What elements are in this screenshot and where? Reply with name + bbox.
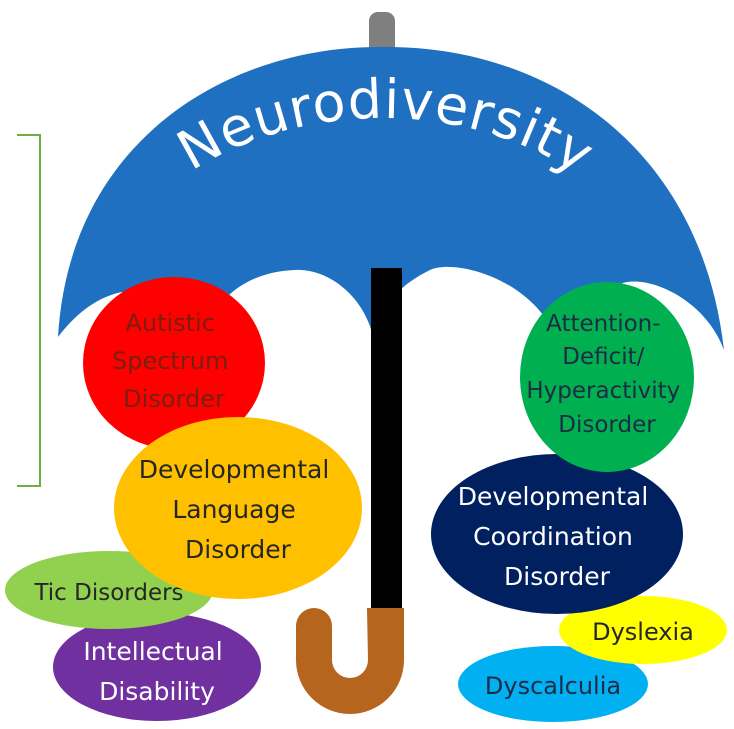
condition-intellectual-disability-line-1: Intellectual	[83, 637, 222, 666]
condition-adhd-line-3: Hyperactivity	[526, 378, 680, 404]
condition-dyscalculia-label: Dyscalculia	[485, 672, 621, 700]
condition-tic-disorders-line-1: Tic Disorders	[33, 580, 183, 606]
condition-dyscalculia: Dyscalculia	[458, 646, 648, 722]
condition-developmental-language-disorder-label: Developmental Language Disorder	[139, 455, 338, 564]
condition-intellectual-disability-label: Intellectual Disability	[83, 637, 230, 706]
condition-dyslexia: Dyslexia	[559, 596, 727, 664]
condition-adhd-line-1: Attention-	[546, 311, 660, 337]
condition-tic-disorders-label: Tic Disorders	[33, 580, 183, 606]
condition-adhd-line-2: Deficit/	[562, 344, 644, 370]
condition-developmental-language-disorder: Developmental Language Disorder	[114, 417, 362, 599]
umbrella-shaft	[371, 268, 402, 628]
umbrella-handle	[296, 608, 404, 714]
condition-dyslexia-label: Dyslexia	[592, 618, 694, 646]
condition-autistic-spectrum-disorder-line-2: Spectrum	[112, 347, 228, 375]
umbrella-canopy	[58, 46, 724, 350]
frame-border	[17, 134, 41, 487]
condition-developmental-coordination-disorder-label: Developmental Coordination Disorder	[458, 482, 657, 591]
condition-developmental-coordination-disorder-line-2: Coordination	[473, 522, 633, 551]
condition-developmental-language-disorder-line-2: Language	[172, 495, 295, 524]
condition-developmental-language-disorder-line-1: Developmental	[139, 455, 330, 484]
condition-adhd-label: Attention- Deficit/ Hyperactivity Disord…	[526, 311, 687, 438]
umbrella-tip	[369, 12, 395, 56]
condition-intellectual-disability-line-2: Disability	[99, 677, 215, 706]
condition-developmental-coordination-disorder: Developmental Coordination Disorder	[431, 454, 683, 614]
condition-dyscalculia-line-1: Dyscalculia	[485, 672, 621, 700]
condition-adhd: Attention- Deficit/ Hyperactivity Disord…	[520, 282, 694, 472]
condition-developmental-coordination-disorder-line-1: Developmental	[458, 482, 649, 511]
condition-developmental-language-disorder-line-3: Disorder	[185, 535, 292, 564]
condition-autistic-spectrum-disorder: Autistic Spectrum Disorder	[83, 277, 265, 449]
condition-autistic-spectrum-disorder-label: Autistic Spectrum Disorder	[112, 309, 236, 413]
condition-dyslexia-line-1: Dyslexia	[592, 618, 694, 646]
condition-intellectual-disability: Intellectual Disability	[53, 613, 261, 721]
condition-adhd-line-4: Disorder	[558, 412, 656, 438]
condition-autistic-spectrum-disorder-line-1: Autistic	[125, 309, 214, 337]
condition-autistic-spectrum-disorder-line-3: Disorder	[123, 385, 225, 413]
condition-developmental-coordination-disorder-line-3: Disorder	[504, 562, 611, 591]
